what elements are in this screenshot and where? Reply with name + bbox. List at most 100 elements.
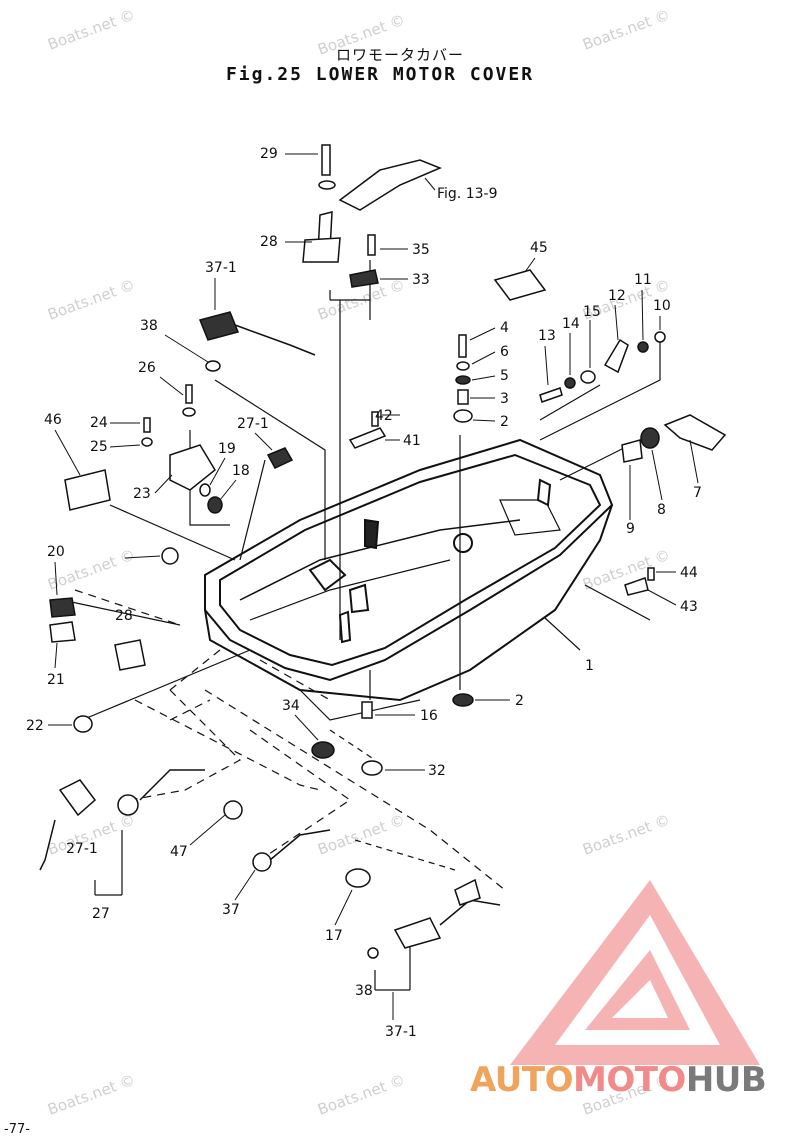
bolt-4	[458, 334, 467, 358]
collar-3	[457, 389, 469, 405]
page-number: -77-	[4, 1122, 30, 1137]
callout-14: 14	[562, 316, 580, 332]
callout-15: 15	[583, 304, 601, 320]
callout-4: 4	[500, 320, 509, 336]
callout-20: 20	[47, 544, 65, 560]
stay-42	[624, 577, 649, 596]
callout-23: 23	[133, 486, 151, 502]
seal-8	[640, 427, 660, 449]
callout-13: 13	[538, 328, 556, 344]
switch-36	[252, 852, 272, 872]
callout-12: 12	[608, 288, 626, 304]
callout-31: 29	[260, 146, 278, 162]
bolt-35	[367, 234, 376, 256]
cap-17	[345, 868, 371, 888]
callout-19: 19	[218, 441, 236, 457]
callout-27: 27	[92, 906, 110, 922]
cap-34	[311, 741, 335, 759]
watermark: Boats.net ©	[315, 1071, 407, 1119]
lever-12	[603, 338, 629, 374]
title-japanese: ロワモータカバー	[335, 46, 464, 64]
title-english: Fig.25 LOWER MOTOR COVER	[225, 64, 535, 85]
washer-6	[456, 361, 470, 371]
watermark: Boats.net ©	[315, 11, 407, 59]
bolt-43	[647, 567, 655, 581]
callout-17: 17	[325, 928, 343, 944]
grommet-32	[361, 760, 383, 776]
switch-27	[117, 794, 139, 816]
screw-24	[143, 417, 151, 433]
washer-14	[564, 377, 576, 389]
callout-2: 2	[500, 414, 509, 430]
nut-37-1	[367, 947, 379, 959]
logo-part-1: AUTO	[470, 1060, 573, 1100]
plate-33	[349, 269, 379, 288]
callout-36: 37	[222, 902, 240, 918]
fig-reference: Fig. 13-9	[437, 186, 497, 202]
washer-26	[182, 407, 196, 417]
grommet-46	[223, 800, 243, 820]
callout-7: 7	[693, 485, 702, 501]
callout-37: 37-1	[385, 1024, 417, 1040]
callout-35: 35	[412, 242, 430, 258]
bolt-41	[371, 411, 379, 427]
grommet-2	[453, 409, 473, 423]
collar-9	[621, 439, 643, 463]
logo-part-2: MOTO	[572, 1060, 686, 1100]
bushing-19	[199, 483, 211, 497]
logo-part-3: HUB	[685, 1060, 767, 1100]
watermark: Boats.net ©	[580, 6, 672, 54]
callout-32: 32	[428, 763, 446, 779]
washer-25	[141, 437, 153, 447]
callout-24: 24	[90, 415, 108, 431]
callout-29: 27-1	[237, 416, 269, 432]
callout-40: 41	[403, 433, 421, 449]
pad-28	[114, 639, 146, 671]
plug-22	[73, 715, 93, 733]
washer-10	[654, 331, 666, 343]
callout-2b: 2	[515, 693, 524, 709]
callout-3: 3	[500, 391, 509, 407]
callout-5: 5	[500, 368, 509, 384]
callout-18: 18	[232, 463, 250, 479]
handle-7	[663, 414, 727, 451]
logo-mark	[510, 880, 760, 1065]
switch-37	[393, 917, 442, 949]
switch-38	[198, 311, 240, 341]
grommet-39	[205, 360, 221, 372]
watermark: Boats.net ©	[580, 811, 672, 859]
callout-34: 34	[282, 698, 300, 714]
watermark: Boats.net ©	[45, 6, 137, 54]
callout-30: 28	[260, 234, 278, 250]
callout-6: 6	[500, 344, 509, 360]
leader-lines	[61, 260, 661, 991]
callout-37-1: 38	[355, 983, 373, 999]
callout-39: 38	[140, 318, 158, 334]
callout-42: 43	[680, 599, 698, 615]
callout-11: 11	[634, 272, 652, 288]
bolt-31	[321, 144, 331, 176]
callout-44: 45	[530, 240, 548, 256]
watermark: Boats.net ©	[315, 811, 407, 859]
callout-43: 44	[680, 565, 698, 581]
label-45	[64, 469, 111, 511]
logo-text: AUTOMOTOHUB	[470, 1060, 767, 1100]
bolt-26	[185, 384, 193, 404]
washer-31	[318, 180, 336, 190]
callout-38: 37-1	[205, 260, 237, 276]
spring-11	[637, 341, 649, 353]
callout-46: 47	[170, 844, 188, 860]
callout-45: 46	[44, 412, 62, 428]
bolt-13	[539, 387, 563, 403]
callout-27-1: 27-1	[66, 841, 98, 857]
callout-10: 10	[653, 298, 671, 314]
small-parts	[39, 144, 727, 959]
watermark: Boats.net ©	[45, 276, 137, 324]
lower-motor-cover	[204, 438, 614, 721]
callout-28: 28	[115, 608, 133, 624]
clip-20	[49, 597, 76, 618]
grommet-2b	[452, 693, 474, 707]
watermark: Boats.net ©	[45, 1071, 137, 1119]
